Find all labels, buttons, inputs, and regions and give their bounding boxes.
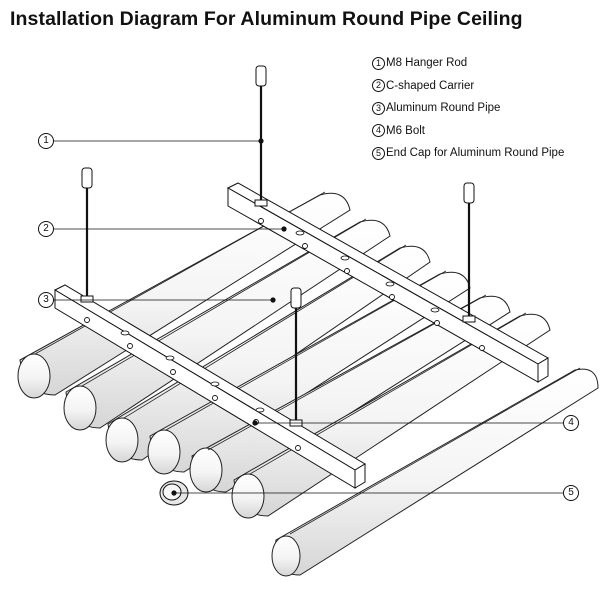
legend-label: End Cap for Aluminum Round Pipe [386, 147, 565, 160]
legend-item-round-pipe: 3 Aluminum Round Pipe [372, 97, 564, 120]
hanger-rod [254, 65, 268, 207]
round-pipe [17, 192, 351, 399]
legend-label: C-shaped Carrier [386, 79, 475, 92]
round-pipe-separate [271, 368, 599, 577]
legend-number: 4 [372, 124, 385, 138]
hanger-rod [462, 182, 476, 323]
callout-1: 1 [38, 133, 54, 149]
round-pipe [105, 245, 431, 463]
callout-5: 5 [563, 485, 579, 501]
legend-number: 1 [372, 56, 385, 70]
c-shaped-carrier-front [53, 284, 366, 489]
legend-number: 2 [372, 79, 385, 93]
round-pipe [189, 295, 511, 493]
leader-lines [53, 138, 563, 496]
hanger-rod [80, 167, 94, 303]
legend-label: Aluminum Round Pipe [386, 102, 501, 115]
m6-bolts [84, 218, 485, 451]
legend-item-end-cap: 5 End Cap for Aluminum Round Pipe [372, 142, 564, 165]
legend-label: M8 Hanger Rod [386, 57, 468, 70]
diagram-title: Installation Diagram For Aluminum Round … [10, 8, 523, 30]
legend: 1 M8 Hanger Rod 2 C-shaped Carrier 3 Alu… [372, 52, 564, 165]
callout-3: 3 [38, 292, 54, 308]
legend-label: M6 Bolt [386, 124, 425, 137]
round-pipes [17, 192, 599, 577]
round-pipe [63, 219, 391, 431]
callout-4: 4 [563, 415, 579, 431]
legend-number: 5 [372, 146, 385, 160]
legend-number: 3 [372, 101, 385, 115]
legend-item-carrier: 2 C-shaped Carrier [372, 75, 564, 98]
round-pipe [231, 313, 551, 519]
callout-2: 2 [38, 221, 54, 237]
carrier-slots [120, 230, 440, 413]
legend-item-hanger-rod: 1 M8 Hanger Rod [372, 52, 564, 75]
legend-item-bolt: 4 M6 Bolt [372, 120, 564, 143]
